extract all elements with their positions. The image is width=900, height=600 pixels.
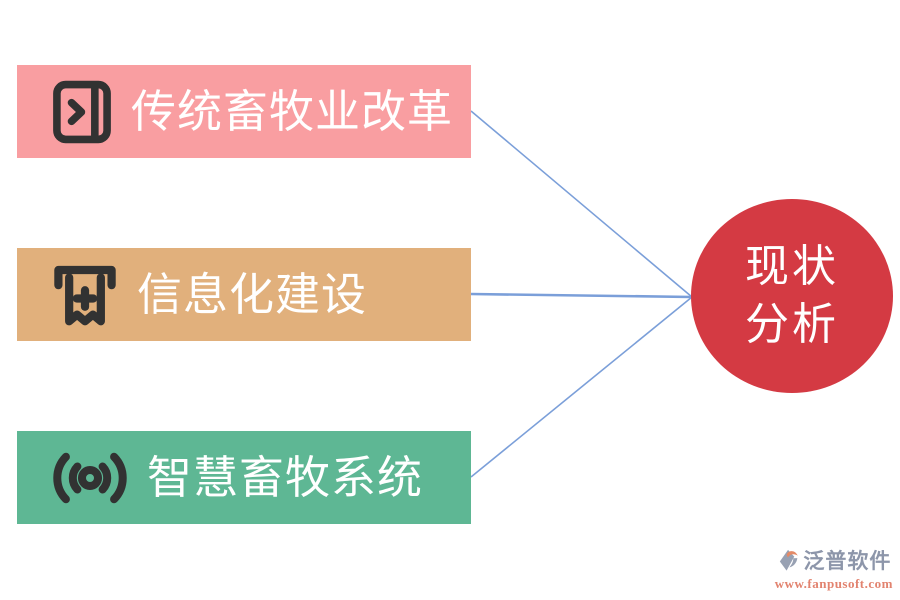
item-smart-system: 智慧畜牧系统 — [17, 431, 471, 524]
watermark: 泛普软件 www.fanpusoft.com — [775, 545, 893, 592]
item-traditional-reform: 传统畜牧业改革 — [17, 65, 471, 158]
fanpu-logo-icon — [776, 547, 801, 574]
item-label: 传统畜牧业改革 — [131, 86, 454, 137]
connector-middle — [470, 292, 693, 299]
center-label-line1: 现状 — [745, 240, 839, 292]
receipt-icon — [47, 255, 123, 335]
watermark-brand: 泛普软件 — [803, 550, 892, 573]
watermark-url: www.fanpusoft.com — [774, 576, 893, 591]
center-label-line2: 分析 — [745, 299, 839, 350]
item-label: 信息化建设 — [137, 269, 368, 320]
broadcast-icon — [47, 446, 133, 510]
center-node-status-analysis: 现状 分析 — [691, 199, 893, 393]
item-informatization: 信息化建设 — [17, 248, 471, 341]
item-label: 智慧畜牧系统 — [147, 452, 424, 503]
connector-bottom — [470, 296, 693, 478]
connector-top — [470, 110, 693, 298]
journal-arrow-icon — [47, 77, 117, 147]
